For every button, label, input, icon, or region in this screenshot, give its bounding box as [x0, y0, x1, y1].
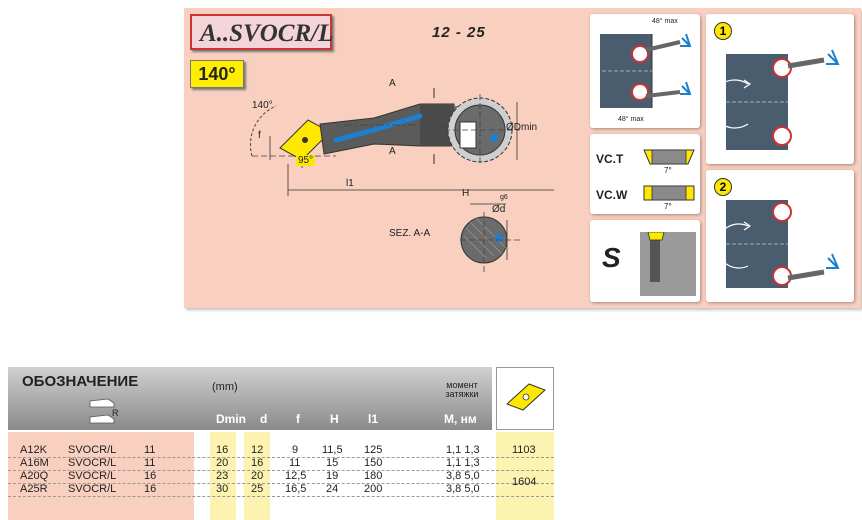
dimension-l1-label: l1 — [346, 178, 354, 189]
insert-type-card: VC.T VC.W 7° 7° — [590, 134, 700, 214]
boring-angle-icon — [596, 33, 692, 108]
row-code: A25R — [20, 483, 48, 495]
step-2-icon — [716, 200, 840, 288]
row-torque: 1,1 1,3 — [446, 444, 480, 456]
unit-label: (mm) — [212, 381, 238, 393]
row-dmin: 30 — [216, 483, 229, 495]
col-h: H — [330, 412, 339, 426]
row-h: 11,5 — [322, 444, 343, 456]
row-divider — [8, 483, 554, 484]
col-f: f — [296, 412, 300, 426]
row-d: 12 — [251, 444, 264, 456]
tool-header-panel: A..SVOCR/L 12 - 25 140° — [184, 8, 861, 308]
section-a-bottom-label: A — [389, 146, 396, 157]
step-2-number: 2 — [714, 178, 732, 196]
row-divider — [8, 496, 554, 497]
angle-95-label: 95° — [296, 155, 316, 166]
row-dmin: 20 — [216, 457, 229, 469]
s-clamp-icon — [640, 232, 696, 296]
row-d: 25 — [251, 483, 264, 495]
row-torque: 3,8 5,0 — [446, 483, 480, 495]
row-f: 12,5 — [285, 470, 307, 482]
insert-code: 1604 — [512, 476, 537, 488]
designation-header: ОБОЗНАЧЕНИЕ — [22, 373, 139, 390]
r-hand-label: R — [112, 408, 119, 418]
dimension-h-label: H — [462, 188, 470, 199]
row-type: SVOCR/L — [68, 457, 117, 469]
col-dmin: Dmin — [216, 412, 246, 426]
row-type: SVOCR/L — [68, 444, 117, 456]
designation-column-bg — [8, 432, 194, 520]
row-size: 11 — [144, 457, 156, 469]
dmin-label: ØDmin — [506, 122, 538, 133]
col-d: d — [260, 412, 268, 426]
torque-label: момент затяжки — [445, 380, 479, 399]
step-1-number: 1 — [714, 22, 732, 40]
size-range: 12 - 25 — [432, 24, 486, 41]
row-size: 16 — [144, 483, 157, 495]
vc-t-label: VC.T — [596, 152, 624, 166]
row-torque: 3,8 5,0 — [446, 470, 480, 482]
section-a-top-label: A — [389, 78, 396, 89]
tool-title: A..SVOCR/L — [190, 14, 333, 50]
seven-deg-1-label: 7° — [664, 166, 672, 175]
row-l1: 125 — [364, 444, 383, 456]
insert-icon — [506, 383, 546, 411]
row-f: 9 — [292, 444, 299, 456]
row-size: 16 — [144, 470, 157, 482]
angle-badge: 140° — [190, 60, 244, 88]
row-l1: 150 — [364, 457, 383, 469]
d-column-bg — [244, 432, 270, 520]
tool-drawing — [249, 88, 554, 272]
row-d: 20 — [251, 470, 264, 482]
table-header: ОБОЗНАЧЕНИЕ R (mm) момент затяжки Dmin d… — [8, 367, 492, 430]
section-aa-label: SEZ. A-A — [389, 228, 431, 239]
vc-w-label: VC.W — [596, 188, 628, 202]
row-l1: 200 — [364, 483, 383, 495]
row-size: 11 — [144, 444, 156, 456]
insert-section-icon — [643, 149, 695, 201]
row-code: A12K — [20, 444, 47, 456]
row-h: 15 — [326, 457, 339, 469]
step-2-card: 2 — [706, 170, 854, 302]
row-dmin: 16 — [216, 444, 229, 456]
insert-code: 1103 — [512, 444, 536, 456]
dmin-column-bg — [210, 432, 236, 520]
row-dmin: 23 — [216, 470, 229, 482]
row-code: A16M — [20, 457, 49, 469]
row-f: 16,5 — [285, 483, 307, 495]
insert-header-cell — [496, 367, 554, 430]
row-d: 16 — [251, 457, 264, 469]
tool-hand-icons — [89, 398, 115, 424]
row-h: 19 — [326, 470, 339, 482]
step-1-card: 1 — [706, 14, 854, 164]
angle-bottom-label: 48° max — [618, 116, 644, 123]
row-l1: 180 — [364, 470, 383, 482]
row-type: SVOCR/L — [68, 470, 117, 482]
dimension-d-label: Ød — [492, 204, 506, 215]
boring-angle-card: 48° max 48° max — [590, 14, 700, 128]
dimension-f-label: f — [258, 130, 261, 141]
tolerance-label: g6 — [500, 194, 508, 201]
step-1-icon — [716, 49, 840, 150]
row-divider — [8, 457, 554, 458]
s-clamping-card: S — [590, 220, 700, 302]
row-f: 11 — [289, 457, 301, 469]
s-label: S — [602, 242, 621, 273]
row-torque: 1,1 1,3 — [446, 457, 480, 469]
insert-column-bg — [496, 432, 554, 520]
row-h: 24 — [326, 483, 339, 495]
row-divider — [8, 470, 554, 471]
angle-top-label: 48° max — [652, 18, 678, 25]
angle-140-label: 140° — [252, 100, 273, 111]
col-l1: l1 — [368, 412, 379, 426]
col-torque: M, нм — [444, 412, 477, 426]
row-type: SVOCR/L — [68, 483, 117, 495]
row-code: A20Q — [20, 470, 49, 482]
seven-deg-2-label: 7° — [664, 202, 672, 211]
